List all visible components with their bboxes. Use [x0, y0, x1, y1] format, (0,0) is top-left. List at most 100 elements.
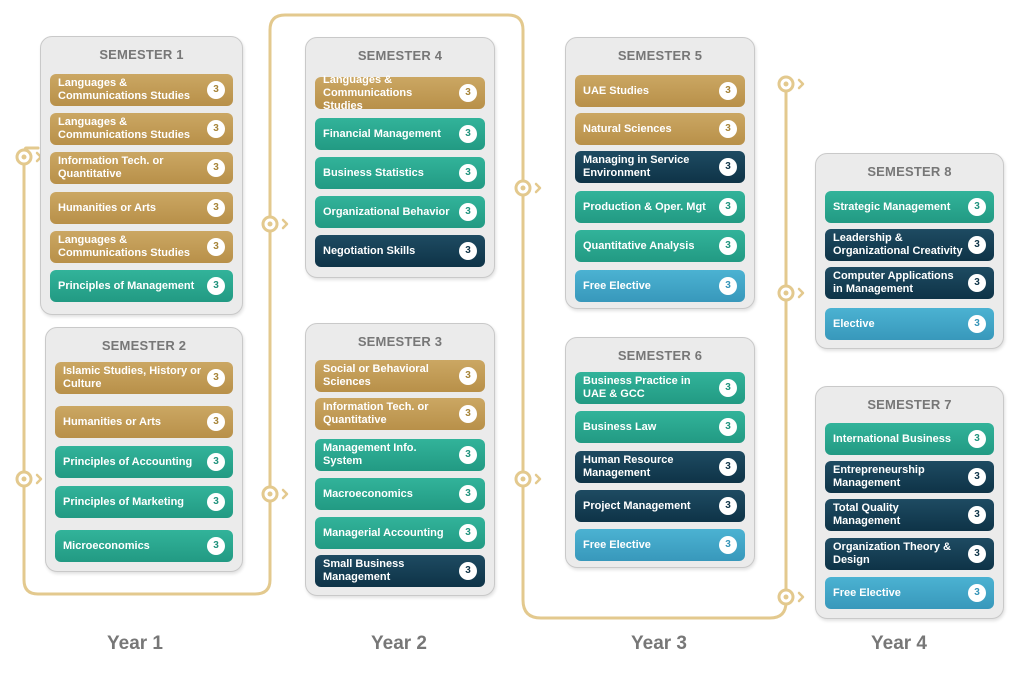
course-name: Free Elective [833, 586, 901, 599]
course-item: Information Tech. or Quantitative 3 [50, 152, 233, 184]
credit-badge: 3 [719, 158, 737, 176]
course-name: Social or Behavioral Sciences [323, 363, 429, 388]
course-name: Languages & Communications Studies [58, 234, 191, 259]
course-item: Total Quality Management 3 [825, 499, 994, 531]
course-name: International Business [833, 432, 951, 445]
credit-badge: 3 [207, 120, 225, 138]
course-name: Strategic Management [833, 200, 951, 213]
course-item: Free Elective 3 [575, 270, 745, 302]
credit-badge: 3 [719, 82, 737, 100]
course-item: Languages & Communications Studies 3 [50, 74, 233, 106]
credit-badge: 3 [207, 81, 225, 99]
credit-badge: 3 [968, 584, 986, 602]
course-name: Information Tech. or Quantitative [323, 401, 429, 426]
credit-badge: 3 [459, 203, 477, 221]
semester-4-card: SEMESTER 4 Languages & Communications Stu… [305, 37, 495, 278]
course-name: Microeconomics [63, 539, 150, 552]
course-name: Organization Theory & Design [833, 541, 951, 566]
credit-badge: 3 [719, 237, 737, 255]
course-name: Principles of Marketing [63, 495, 185, 508]
year-4-label: Year 4 [871, 633, 927, 654]
course-name: Computer Applications in Management [833, 270, 954, 295]
course-item: Islamic Studies, History or Culture 3 [55, 362, 233, 394]
credit-badge: 3 [968, 274, 986, 292]
credit-badge: 3 [968, 506, 986, 524]
course-name: Negotiation Skills [323, 244, 416, 257]
course-name: Total Quality Management [833, 502, 901, 527]
course-name: Free Elective [583, 538, 651, 551]
course-name: Business Practice in UAE & GCC [583, 375, 691, 400]
credit-badge: 3 [968, 468, 986, 486]
course-name: Languages & Communications Studies [323, 73, 413, 112]
course-name: Managing in Service Environment [583, 154, 690, 179]
credit-badge: 3 [968, 236, 986, 254]
semester-6-card: SEMESTER 6 Business Practice in UAE & GCC… [565, 337, 755, 568]
course-item: Social or Behavioral Sciences 3 [315, 360, 485, 392]
semester-title: SEMESTER 6 [617, 348, 703, 363]
course-item: Leadership & Organizational Creativity 3 [825, 229, 994, 261]
course-name: Islamic Studies, History or Culture [63, 365, 202, 390]
credit-badge: 3 [207, 159, 225, 177]
course-item: Principles of Marketing 3 [55, 486, 233, 518]
credit-badge: 3 [719, 458, 737, 476]
semester-3-card: SEMESTER 3 Social or Behavioral Sciences 3… [305, 323, 495, 596]
course-name: Information Tech. or Quantitative [58, 155, 164, 180]
course-name: Project Management [583, 499, 691, 512]
course-name: Principles of Management [58, 279, 195, 292]
course-item: Microeconomics 3 [55, 530, 233, 562]
course-name: Languages & Communications Studies [58, 77, 191, 102]
course-name: Natural Sciences [583, 122, 672, 135]
semester-title: SEMESTER 3 [357, 334, 443, 349]
credit-badge: 3 [459, 367, 477, 385]
semester-1-card: SEMESTER 1 Languages & Communications Stu… [40, 36, 243, 315]
credit-badge: 3 [207, 537, 225, 555]
course-name: Small Business Management [323, 558, 405, 583]
credit-badge: 3 [459, 242, 477, 260]
course-name: Elective [833, 317, 875, 330]
course-name: Human Resource Management [583, 454, 674, 479]
credit-badge: 3 [719, 379, 737, 397]
semester-title: SEMESTER 7 [867, 397, 952, 412]
course-name: Humanities or Arts [58, 201, 157, 214]
credit-badge: 3 [719, 198, 737, 216]
year-2-label: Year 2 [371, 633, 427, 654]
credit-badge: 3 [207, 413, 225, 431]
credit-badge: 3 [719, 277, 737, 295]
course-name: Financial Management [323, 127, 441, 140]
course-name: Business Statistics [323, 166, 424, 179]
credit-badge: 3 [207, 493, 225, 511]
course-name: Leadership & Organizational Creativity [833, 232, 963, 257]
semester-title: SEMESTER 4 [357, 48, 443, 63]
credit-badge: 3 [207, 369, 225, 387]
course-name: Free Elective [583, 279, 651, 292]
course-item: Negotiation Skills 3 [315, 235, 485, 267]
course-item: Computer Applications in Management 3 [825, 267, 994, 299]
semester-title: SEMESTER 8 [867, 164, 952, 179]
year-1-label: Year 1 [107, 633, 163, 654]
course-name: Management Info. System [323, 442, 417, 467]
credit-badge: 3 [968, 198, 986, 216]
credit-badge: 3 [968, 545, 986, 563]
semester-title: SEMESTER 1 [99, 47, 184, 62]
course-name: Principles of Accounting [63, 455, 193, 468]
